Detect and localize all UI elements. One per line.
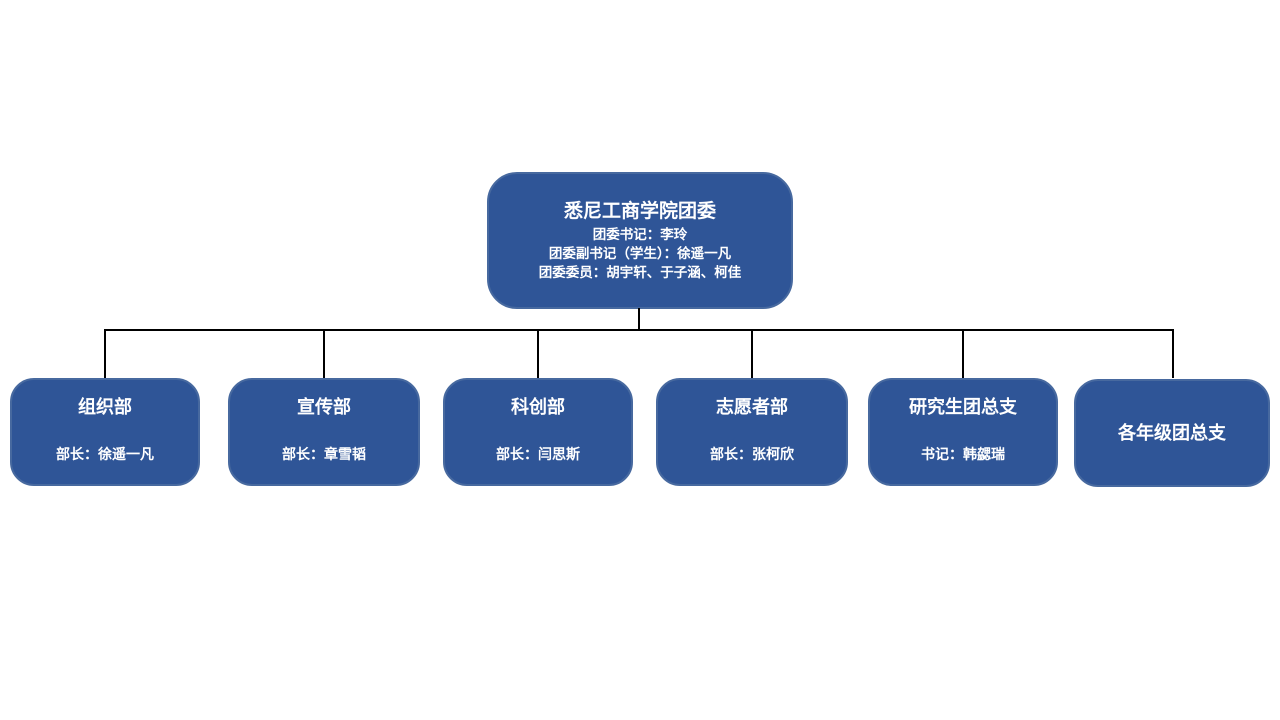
dept-node-title: 各年级团总支 — [1118, 423, 1226, 443]
root-node-line-secretary: 团委书记：李玲 — [592, 227, 688, 242]
dept-node-subtitle: 部长：张柯欣 — [710, 446, 794, 462]
dept-node-grade-league: 各年级团总支 — [1074, 379, 1270, 487]
dept-node-title: 宣传部 — [297, 397, 351, 417]
dept-node-graduate-league: 研究生团总支 书记：韩勰瑞 — [868, 378, 1058, 486]
dept-node-sci-tech: 科创部 部长：闫思斯 — [443, 378, 633, 486]
dept-node-title: 组织部 — [78, 397, 132, 417]
dept-node-subtitle: 部长：闫思斯 — [496, 446, 580, 462]
dept-node-subtitle: 书记：韩勰瑞 — [921, 446, 1005, 462]
dept-node-title: 科创部 — [511, 397, 565, 417]
dept-node-subtitle: 部长：章雪韬 — [282, 446, 366, 462]
root-node-title: 悉尼工商学院团委 — [563, 201, 716, 222]
connector-drop-4 — [751, 330, 753, 378]
dept-node-publicity: 宣传部 部长：章雪韬 — [228, 378, 420, 486]
connector-drop-3 — [537, 330, 539, 378]
connector-drop-2 — [323, 330, 325, 378]
connector-drop-1 — [104, 330, 106, 378]
connector-drop-6 — [1172, 330, 1174, 378]
connector-horizontal — [104, 329, 1174, 331]
dept-node-title: 研究生团总支 — [909, 397, 1017, 417]
dept-node-organization: 组织部 部长：徐遥一凡 — [10, 378, 200, 486]
dept-node-volunteer: 志愿者部 部长：张柯欣 — [656, 378, 848, 486]
root-node-line-members: 团委委员：胡宇轩、于子涵、柯佳 — [538, 265, 742, 280]
connector-riser — [638, 308, 640, 330]
connector-drop-5 — [962, 330, 964, 378]
dept-node-subtitle: 部长：徐遥一凡 — [56, 446, 154, 462]
root-node-line-deputy: 团委副书记（学生）：徐遥一凡 — [548, 246, 732, 261]
org-root-node: 悉尼工商学院团委 团委书记：李玲 团委副书记（学生）：徐遥一凡 团委委员：胡宇轩… — [487, 172, 793, 309]
dept-node-title: 志愿者部 — [716, 397, 788, 417]
